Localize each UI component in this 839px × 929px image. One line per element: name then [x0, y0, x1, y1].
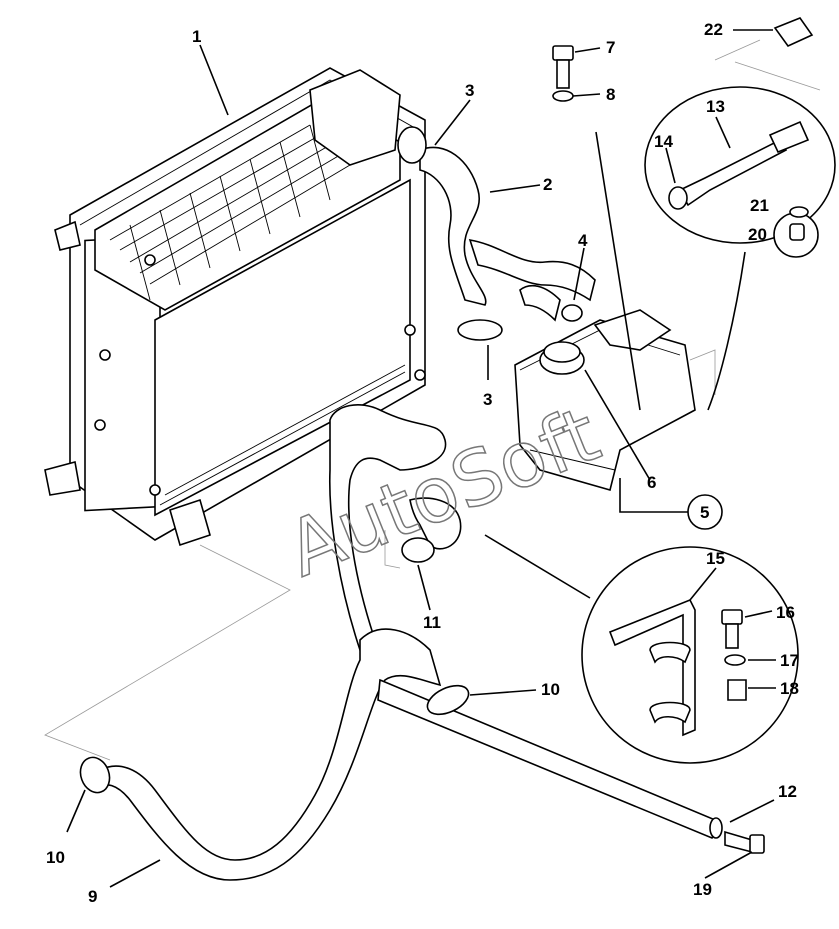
lower-hose: [93, 404, 722, 881]
callout-3-bottom: 3: [483, 390, 492, 409]
callout-17: 17: [780, 651, 799, 670]
callout-2: 2: [543, 175, 552, 194]
reference-lines: [44, 39, 821, 761]
callout-18: 18: [780, 679, 799, 698]
callout-8: 8: [606, 85, 615, 104]
callout-16: 16: [776, 603, 795, 622]
callout-labels: 1 2 3 3 4 5 6 7 8 9 10 10 11 12 13 14 15…: [46, 20, 799, 906]
callout-14: 14: [654, 132, 673, 151]
callout-19: 19: [693, 880, 712, 899]
callout-9: 9: [88, 887, 97, 906]
callout-20: 20: [748, 225, 767, 244]
callout-10-left: 10: [46, 848, 65, 867]
callout-7: 7: [606, 38, 615, 57]
sensor-inset: [644, 17, 836, 411]
callout-10-right: 10: [541, 680, 560, 699]
callout-5: 5: [700, 503, 709, 522]
callout-11: 11: [423, 613, 441, 632]
callout-12: 12: [778, 782, 797, 801]
callout-21: 21: [750, 196, 769, 215]
callout-5-circle: [687, 494, 723, 530]
callout-1: 1: [192, 27, 201, 46]
upper-hose: [397, 126, 596, 341]
callout-4: 4: [578, 231, 588, 250]
callout-22: 22: [704, 20, 723, 39]
callout-15: 15: [706, 549, 725, 568]
callout-6: 6: [647, 473, 656, 492]
bracket-inset: [484, 534, 799, 764]
leader-lines: [66, 29, 776, 888]
callout-13: 13: [706, 97, 725, 116]
bolt-inset-7-8: [552, 45, 641, 411]
callout-3-top: 3: [465, 81, 474, 100]
